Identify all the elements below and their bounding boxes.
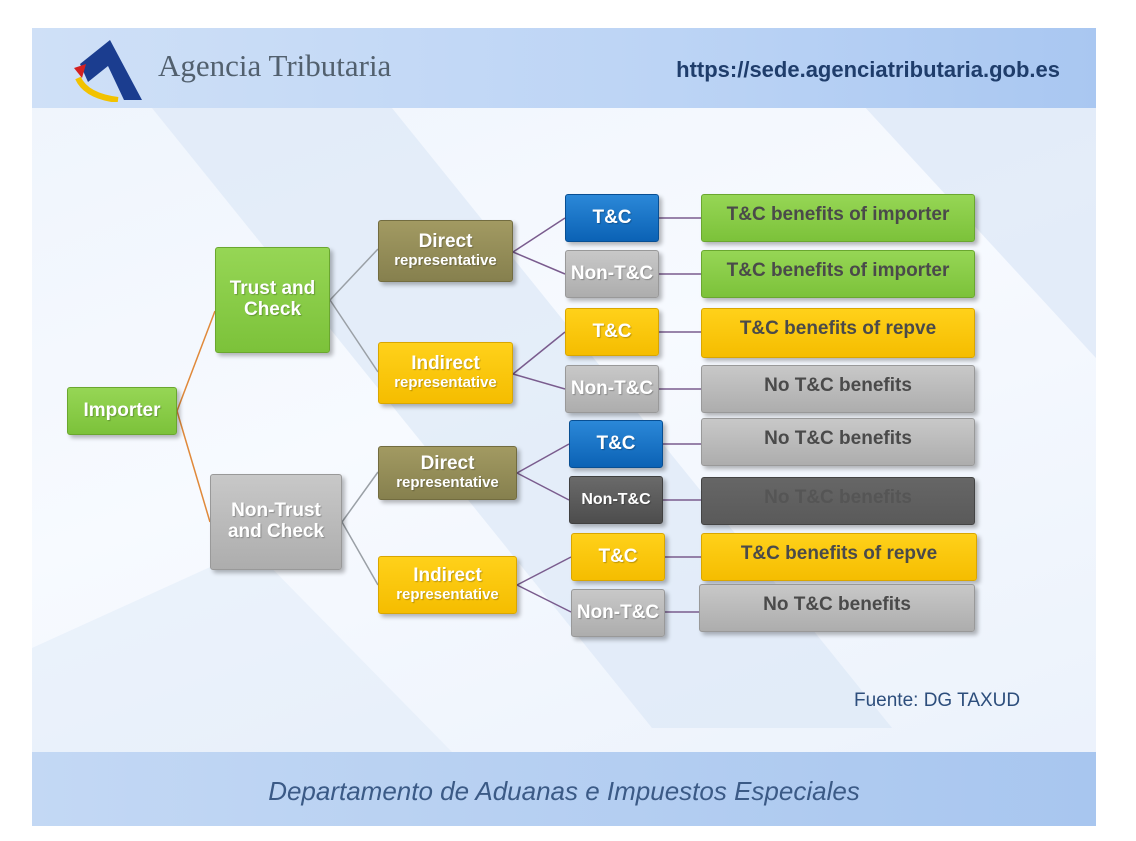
- outcome-1: T&C benefits of importer: [701, 194, 975, 242]
- connector-nontrust-indirect: [341, 521, 379, 586]
- node-direct2-line1: Direct: [420, 453, 475, 475]
- node-trust-line1: Trust and: [229, 278, 316, 300]
- node-indirect-representative-1: Indirect representative: [378, 342, 513, 404]
- connector-indirect2-tc: [516, 556, 572, 586]
- agencia-tributaria-logo-icon: [74, 40, 142, 102]
- node-indirect1-line1: Indirect: [411, 353, 480, 375]
- connector-nontrust-direct: [341, 471, 379, 523]
- node-nontrust-line1: Non-Trust: [231, 500, 321, 522]
- outcome-7-label: T&C benefits of repve: [740, 543, 938, 564]
- outcome-4: No T&C benefits: [701, 365, 975, 413]
- node-non-tc-3-label: Non-T&C: [581, 491, 651, 509]
- node-non-tc-4: Non-T&C: [571, 589, 665, 637]
- outcome-3: T&C benefits of repve: [701, 308, 975, 358]
- connector-indirect2-nontc: [516, 584, 572, 613]
- connector-direct1-tc: [512, 217, 566, 253]
- node-tc-4-label: T&C: [598, 545, 638, 567]
- outcome-1-label: T&C benefits of importer: [726, 204, 950, 225]
- node-non-trust-and-check: Non-Trust and Check: [210, 474, 342, 570]
- connector-root-nontrust: [176, 410, 211, 523]
- outcome-8: No T&C benefits: [699, 584, 975, 632]
- node-non-tc-3: Non-T&C: [569, 476, 663, 524]
- node-trust-line2: Check: [243, 299, 302, 320]
- connector-indirect1-nontc: [512, 373, 566, 390]
- connector-direct2-nontc: [516, 472, 570, 501]
- slide: Agencia Tributaria https://sede.agenciat…: [32, 28, 1096, 826]
- node-indirect2-line2: representative: [396, 586, 499, 604]
- outcome-5-label: No T&C benefits: [764, 428, 912, 449]
- node-non-tc-4-label: Non-T&C: [576, 601, 660, 623]
- header-url[interactable]: https://sede.agenciatributaria.gob.es: [676, 57, 1060, 82]
- node-direct1-line2: representative: [394, 252, 497, 270]
- node-tc-1: T&C: [565, 194, 659, 242]
- node-tc-3: T&C: [569, 420, 663, 468]
- outcome-7: T&C benefits of repve: [701, 533, 977, 581]
- connector-lines: [176, 217, 701, 613]
- outcome-2-label: T&C benefits of importer: [726, 260, 950, 281]
- outcome-2: T&C benefits of importer: [701, 250, 975, 298]
- connector-trust-indirect: [329, 299, 379, 373]
- node-trust-and-check: Trust and Check: [215, 247, 330, 353]
- logo-text: Agencia Tributaria: [158, 48, 392, 83]
- outcome-6: No T&C benefits: [701, 477, 975, 525]
- node-direct1-line1: Direct: [418, 231, 473, 253]
- node-non-tc-2: Non-T&C: [565, 365, 659, 413]
- node-direct-representative-1: Direct representative: [378, 220, 513, 282]
- node-non-tc-2-label: Non-T&C: [570, 377, 654, 399]
- node-tc-2-label: T&C: [592, 320, 632, 342]
- node-tc-2: T&C: [565, 308, 659, 356]
- node-indirect2-line1: Indirect: [413, 565, 482, 587]
- node-direct-representative-2: Direct representative: [378, 446, 517, 500]
- node-importer-label: Importer: [83, 399, 161, 421]
- node-indirect1-line2: representative: [394, 374, 497, 392]
- outcome-8-label: No T&C benefits: [763, 594, 911, 615]
- outcome-6-label: No T&C benefits: [764, 487, 912, 508]
- node-tc-4: T&C: [571, 533, 665, 581]
- connector-direct2-tc: [516, 443, 570, 474]
- node-indirect-representative-2: Indirect representative: [378, 556, 517, 614]
- footer-text: Departamento de Aduanas e Impuestos Espe…: [268, 776, 860, 806]
- outcome-5: No T&C benefits: [701, 418, 975, 466]
- node-non-tc-1: Non-T&C: [565, 250, 659, 298]
- node-non-tc-1-label: Non-T&C: [570, 262, 654, 284]
- node-tc-1-label: T&C: [592, 206, 632, 228]
- header-bar: Agencia Tributaria https://sede.agenciat…: [32, 28, 1096, 108]
- node-direct2-line2: representative: [396, 474, 499, 492]
- connector-direct1-nontc: [512, 251, 566, 275]
- node-nontrust-line2: and Check: [227, 521, 325, 542]
- connector-trust-direct: [329, 248, 379, 301]
- source-note: Fuente: DG TAXUD: [854, 690, 1021, 711]
- outcome-4-label: No T&C benefits: [764, 375, 912, 396]
- connector-root-trust: [176, 310, 216, 412]
- node-tc-3-label: T&C: [596, 432, 636, 454]
- connector-indirect1-tc: [512, 331, 566, 375]
- outcome-3-label: T&C benefits of repve: [739, 318, 937, 339]
- node-importer: Importer: [67, 387, 177, 435]
- footer-bar: Departamento de Aduanas e Impuestos Espe…: [32, 752, 1096, 826]
